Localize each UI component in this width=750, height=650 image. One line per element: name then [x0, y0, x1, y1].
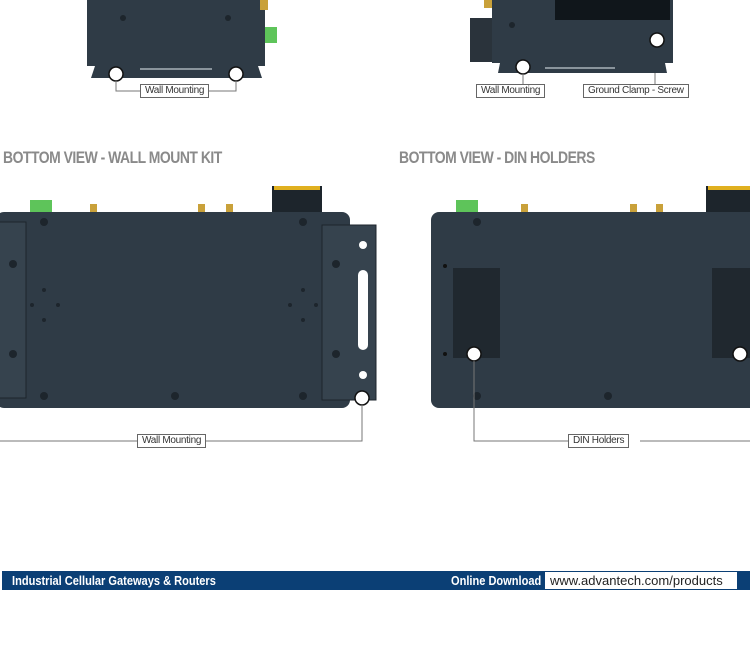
- device-side-view: [470, 0, 673, 84]
- download-url-link[interactable]: www.advantech.com/products: [545, 572, 737, 589]
- device-front-view: [87, 0, 277, 92]
- ground-clamp-label: Ground Clamp - Screw: [583, 84, 689, 98]
- wall-mounting-label: Wall Mounting: [476, 84, 546, 98]
- online-download-label: Online Download: [451, 573, 542, 588]
- wall-mounting-label: Wall Mounting: [140, 84, 210, 98]
- din-holders-label: DIN Holders: [568, 434, 630, 448]
- footer-title: Industrial Cellular Gateways & Routers: [12, 573, 216, 588]
- wall-mounting-label: Wall Mounting: [137, 434, 207, 448]
- footer-bar: Industrial Cellular Gateways & Routers O…: [2, 571, 750, 590]
- device-bottom-wall-mount: [0, 186, 377, 442]
- heading-din-holders: BOTTOM VIEW - DIN HOLDERS: [399, 148, 595, 167]
- device-bottom-din: [431, 186, 750, 442]
- heading-wall-mount-kit: BOTTOM VIEW - WALL MOUNT KIT: [3, 148, 222, 167]
